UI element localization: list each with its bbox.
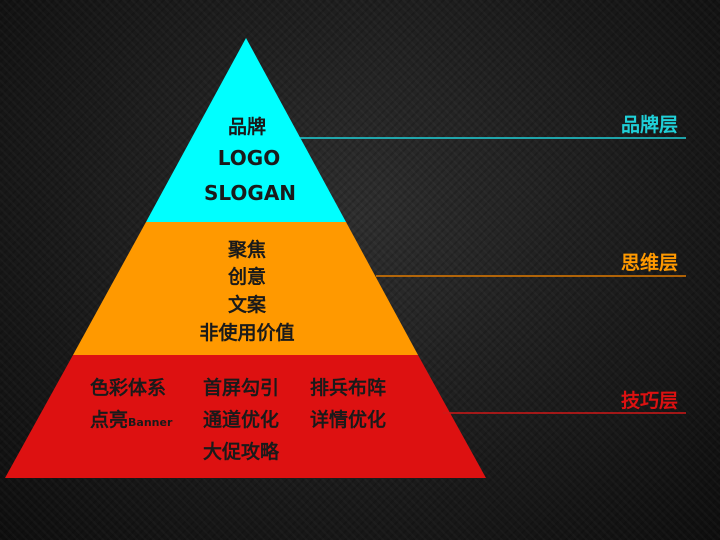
brand-tier-line: SLOGAN [203,181,297,205]
brand-layer-label: 品牌层 [621,114,679,136]
skill-tier-item: 点亮Banner [90,405,172,432]
skill-tier-item: 详情优化 [310,409,387,431]
brand-tier [146,38,346,222]
skill-tier-item: 色彩体系 [90,377,167,399]
thinking-layer-label: 思维层 [621,252,679,274]
skill-tier-item-small: Banner [128,416,173,429]
skill-tier-item: 通道优化 [203,409,280,431]
skill-tier-item-text: 点亮 [90,409,129,431]
thinking-tier [73,222,418,355]
thinking-tier-line: 创意 [227,266,267,288]
skill-tier-item: 排兵布阵 [310,377,387,399]
brand-tier-line: 品牌 [227,116,267,138]
skill-tier-item: 大促攻略 [203,441,280,463]
skill-tier-item: 首屏勾引 [203,377,280,399]
skill-tier [5,355,486,478]
brand-tier-line: LOGO [217,146,281,170]
thinking-tier-line: 聚焦 [227,239,267,261]
thinking-tier-line: 文案 [227,294,267,316]
skill-layer-label: 技巧层 [621,390,679,412]
thinking-tier-line: 非使用价值 [199,322,295,344]
